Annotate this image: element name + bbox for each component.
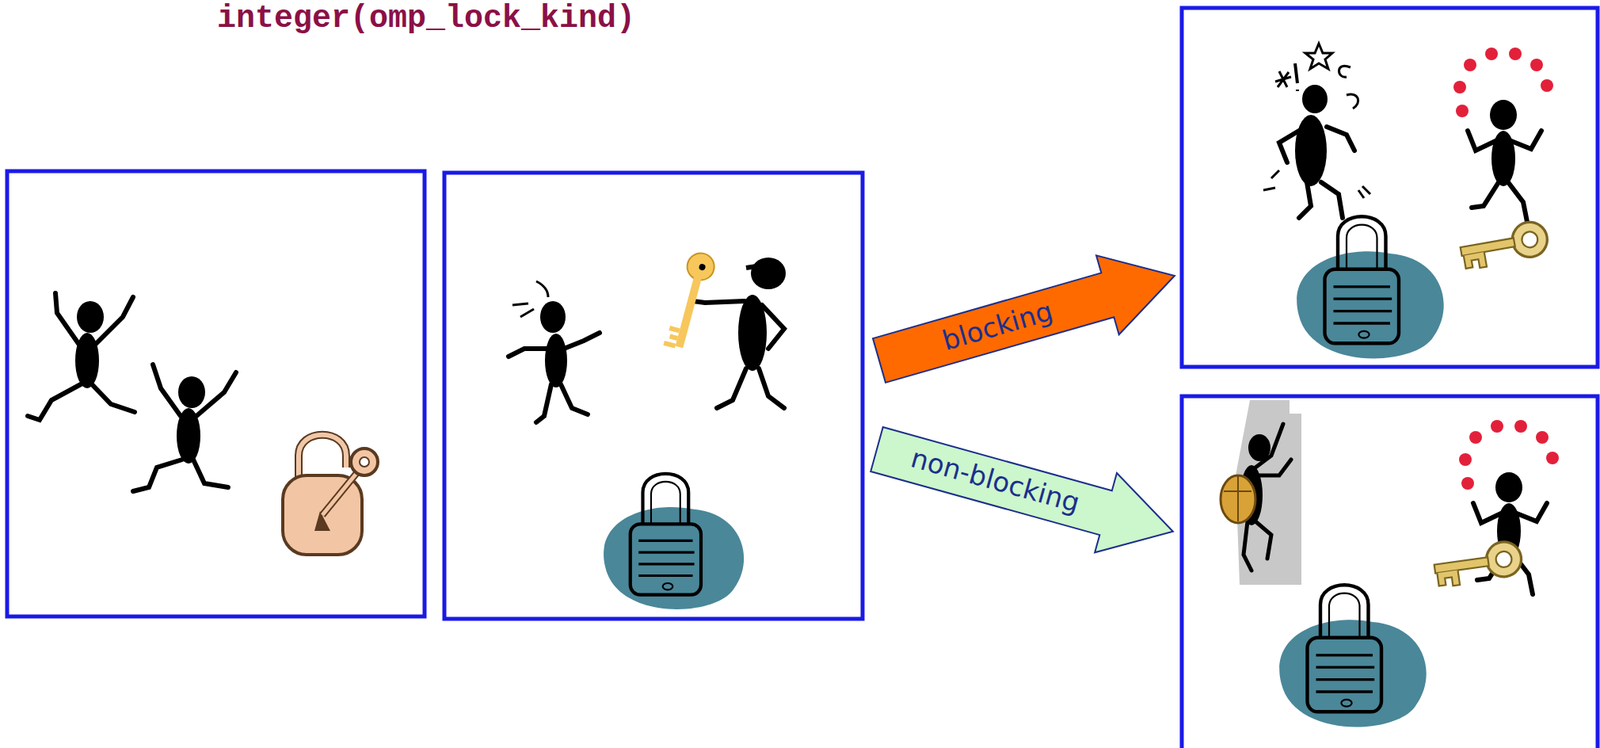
arrow-label: non-blocking (907, 443, 1083, 519)
code-heading: integer(omp_lock_kind) (217, 1, 636, 37)
arrow-label: blocking (938, 296, 1056, 356)
